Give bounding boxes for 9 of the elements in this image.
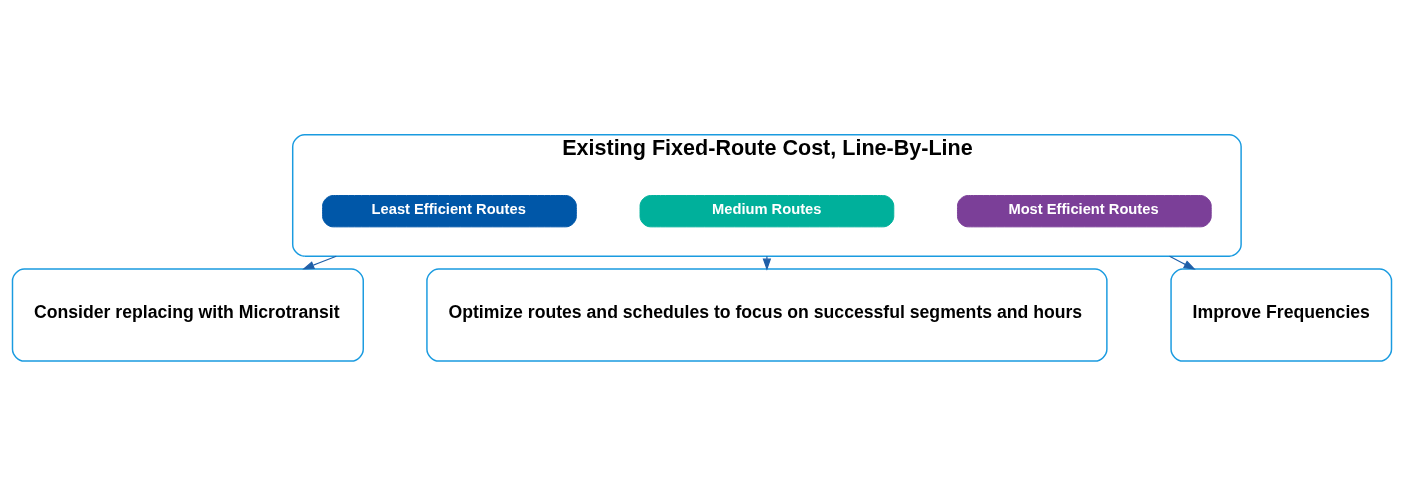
arrow xyxy=(1168,255,1196,270)
arrow xyxy=(762,255,772,271)
node-box: Optimize routes and schedules to focus on successful segments and hours xyxy=(426,267,1108,362)
node-box: Least Efficient Routes xyxy=(322,194,577,227)
node-box: Most Efficient Routes xyxy=(957,194,1212,227)
arrow xyxy=(302,255,337,270)
node-box: Medium Routes xyxy=(639,194,895,227)
node-box: Improve Frequencies xyxy=(1170,267,1393,362)
node-box: Consider replacing with Microtransit xyxy=(11,267,364,362)
